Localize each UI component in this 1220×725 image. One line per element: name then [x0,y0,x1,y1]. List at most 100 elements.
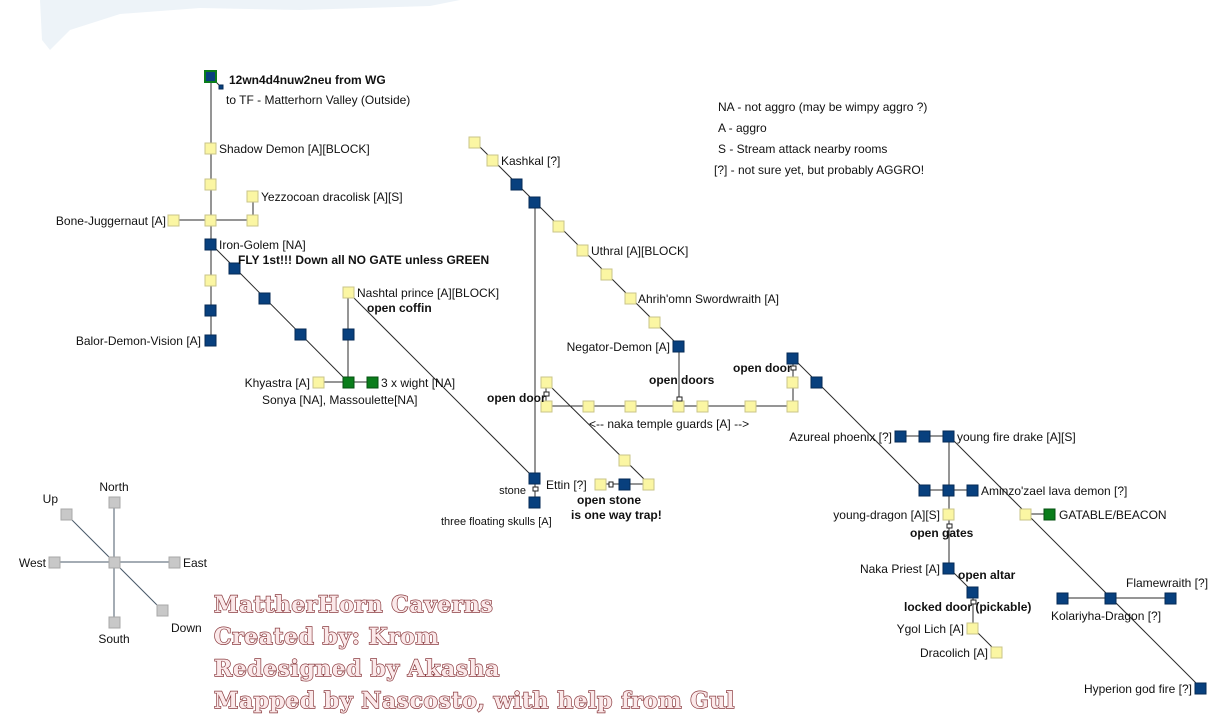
compass-up-label: Up [43,492,59,506]
room-young-fire-drake[interactable] [942,430,955,443]
room[interactable] [786,352,799,365]
room[interactable] [1019,508,1032,521]
room-khyastra[interactable] [312,376,325,389]
room[interactable] [342,328,355,341]
room-negator[interactable] [672,340,685,353]
room-labels: 12wn4d4nuw2neu from WG to TF - Matterhor… [56,73,1208,696]
room-sonya[interactable] [342,376,355,389]
room[interactable] [696,400,709,413]
room-exit-marker [218,84,224,90]
room-flamewraith[interactable] [1164,592,1177,605]
room[interactable] [258,292,271,305]
compass-center-node [108,556,121,569]
door-marker [543,391,550,397]
room[interactable] [1056,592,1069,605]
room[interactable] [540,400,553,413]
room-start[interactable] [204,70,217,83]
map-notes: FLY 1st!!! Down all NO GATE unless GREEN… [238,253,1031,614]
room[interactable] [744,400,757,413]
room-gatable[interactable] [1043,508,1056,521]
label-skulls: three floating skulls [A] [441,516,552,528]
room-hyperion[interactable] [1194,682,1207,695]
room-ettin[interactable] [528,472,541,485]
room-skulls[interactable] [528,496,541,509]
room[interactable] [918,484,931,497]
label-balor: Balor-Demon-Vision [A] [76,334,201,348]
legend-item-unknown: [?] - not sure yet, but probably AGGRO! [714,163,924,177]
room-dracolich[interactable] [990,646,1003,659]
room[interactable] [204,274,217,287]
map-creator: Created by: Krom [214,624,439,650]
room-azureal[interactable] [894,430,907,443]
label-wight: 3 x wight [NA] [381,376,455,390]
room-shadow-demon[interactable] [204,142,217,155]
label-start-path: 12wn4d4nuw2neu from WG [229,73,386,87]
legend-item-s: S - Stream attack nearby rooms [718,142,887,156]
note-open-door-left: open door [487,391,546,405]
room[interactable] [618,454,631,467]
room-yezzocoan[interactable] [246,190,259,203]
door-marker [946,523,953,529]
room[interactable] [228,262,241,275]
label-uthral: Uthral [A][BLOCK] [591,244,688,258]
room-kolariyha[interactable] [1104,592,1117,605]
room[interactable] [528,196,541,209]
map-mapper: Mapped by Nascosto, with help from Gul [214,688,735,714]
room[interactable] [540,376,553,389]
compass-south-label: South [98,632,129,646]
note-open-doors: open doors [649,373,715,387]
compass-down-label: Down [171,621,202,635]
room-ahrihomn[interactable] [624,292,637,305]
label-azureal: Azureal phoenix [?] [789,430,892,444]
room-aminzozael[interactable] [966,484,979,497]
room-nashtal[interactable] [342,286,355,299]
room[interactable] [942,484,955,497]
compass-south-node [108,616,121,629]
room[interactable] [618,478,631,491]
room-uthral[interactable] [576,244,589,257]
room[interactable] [966,586,979,599]
room[interactable] [510,178,523,191]
room-ygol-lich[interactable] [966,622,979,635]
room[interactable] [246,214,259,227]
room[interactable] [672,400,685,413]
door-marker [790,365,797,371]
label-gatable: GATABLE/BEACON [1059,508,1167,522]
room[interactable] [786,400,799,413]
label-ahrihomn: Ahrih'omn Swordwraith [A] [638,292,779,306]
room[interactable] [204,304,217,317]
room[interactable] [294,328,307,341]
label-flamewraith: Flamewraith [?] [1126,576,1208,590]
room[interactable] [810,376,823,389]
title-block: MattherHorn Caverns Created by: Krom Red… [213,591,735,714]
room-naka-priest[interactable] [942,562,955,575]
label-to-tf: to TF - Matterhorn Valley (Outside) [226,93,410,107]
room[interactable] [918,430,931,443]
room[interactable] [624,400,637,413]
label-negator: Negator-Demon [A] [567,340,670,354]
note-open-stone: open stone [577,493,641,507]
room[interactable] [648,316,661,329]
room-iron-golem[interactable] [204,238,217,251]
compass-up-node [60,508,73,521]
label-young-fire-drake: young fire drake [A][S] [957,430,1076,444]
room-young-dragon[interactable] [942,508,955,521]
label-bone-juggernaut: Bone-Juggernaut [A] [56,214,166,228]
room[interactable] [642,478,655,491]
room[interactable] [552,220,565,233]
room[interactable] [204,214,217,227]
room-wight[interactable] [366,376,379,389]
room-kashkal[interactable] [486,154,499,167]
room-ettin-side[interactable] [594,478,607,491]
room[interactable] [468,136,481,149]
room-bone-juggernaut[interactable] [167,214,180,227]
room-balor[interactable] [204,334,217,347]
room[interactable] [582,400,595,413]
door-marker [970,599,977,605]
room[interactable] [204,178,217,191]
room[interactable] [786,376,799,389]
room[interactable] [600,268,613,281]
compass-west-label: West [19,556,47,570]
